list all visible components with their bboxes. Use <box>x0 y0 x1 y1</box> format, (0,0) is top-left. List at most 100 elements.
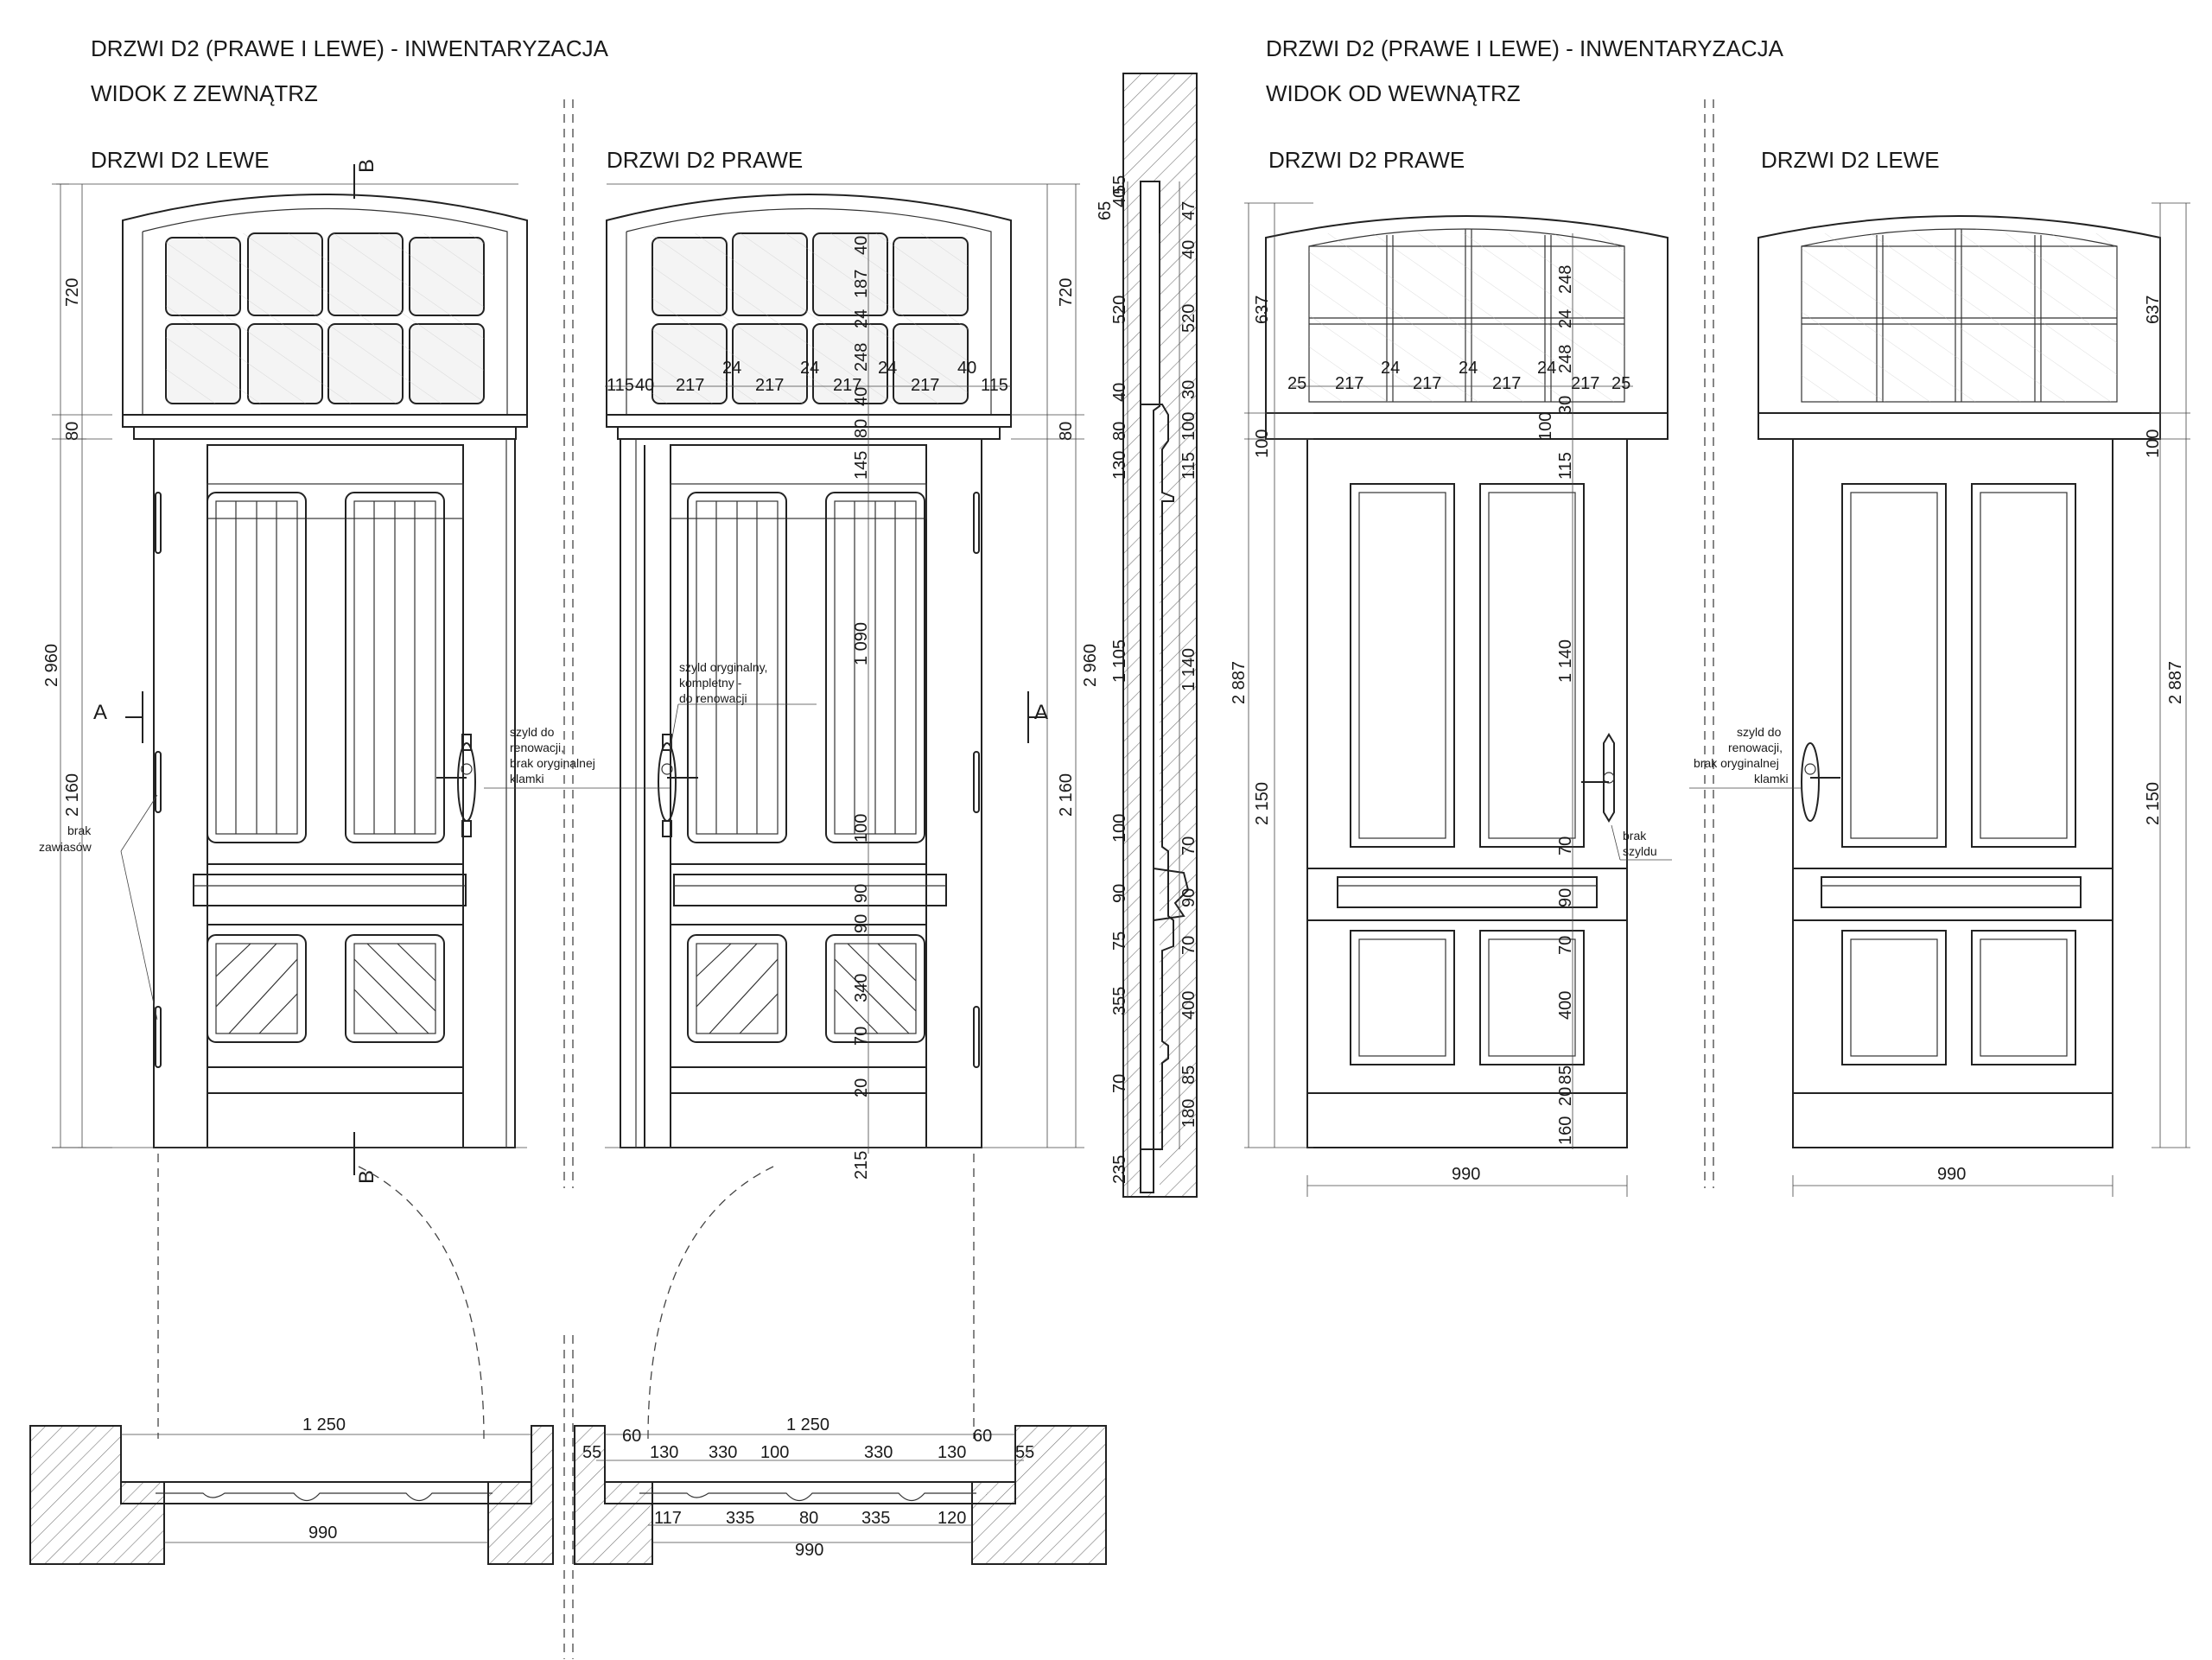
note-szyld-ren-2: renowacji, <box>510 741 564 754</box>
note-szyld-ren-1: szyld do <box>510 725 555 739</box>
dim-profile-r-8: 90 <box>1179 888 1198 907</box>
dim-profile-l-10: 75 <box>1110 932 1129 951</box>
dim-plan-right-bot-2: 80 <box>799 1509 818 1528</box>
dim-int-right-lv-12: 20 <box>1556 1087 1575 1106</box>
section-marker-a-right: A <box>1034 701 1048 724</box>
dim-int-right-lv-2: 248 <box>1556 345 1575 373</box>
dim-int-right-w-7: 217 <box>1571 374 1599 393</box>
dim-profile-l-5: 80 <box>1110 422 1129 441</box>
dim-int-right-lv-9: 70 <box>1556 936 1575 955</box>
dim-ext-right-w-4: 217 <box>755 376 784 395</box>
dim-plan-right-top-1: 60 <box>622 1427 641 1446</box>
dim-ext-right-th-4: 40 <box>852 387 871 406</box>
dim-profile-l-13: 235 <box>1110 1155 1129 1184</box>
dim-plan-left-leaf: 990 <box>308 1523 337 1542</box>
dim-ext-right-th-3: 248 <box>852 343 871 372</box>
dim-profile-l-12: 70 <box>1110 1074 1129 1093</box>
dim-profile-r-5: 115 <box>1179 452 1198 480</box>
dim-ext-right-th-0: 40 <box>852 236 871 255</box>
dim-ext-right-w-0: 115 <box>607 376 634 395</box>
dim-plan-right-top-6: 130 <box>938 1443 966 1462</box>
door-label-int-right: DRZWI D2 PRAWE <box>1268 147 1465 173</box>
dim-profile-r-10: 400 <box>1179 991 1198 1020</box>
dim-profile-r-3: 30 <box>1179 380 1198 399</box>
dim-int-left-leaf: 2 150 <box>2144 782 2163 825</box>
dim-plan-right-top-2: 130 <box>650 1443 678 1462</box>
dim-ext-right-total: 2 960 <box>1081 644 1100 687</box>
int-right-dims: 637 100 2 887 2 150 990 25 217 24 217 24… <box>1230 202 1672 1197</box>
dim-int-right-width: 990 <box>1452 1165 1480 1184</box>
dim-ext-right-leaf: 2 160 <box>1057 773 1076 817</box>
dim-plan-right-bot-1: 335 <box>726 1509 754 1528</box>
dim-plan-right-top-8: 55 <box>1015 1443 1034 1462</box>
right-title: DRZWI D2 (PRAWE I LEWE) - INWENTARYZACJA <box>1266 35 1784 61</box>
door-profile-section <box>1122 73 1198 1198</box>
dim-profile-r-6: 1 140 <box>1179 648 1198 691</box>
int-left-door <box>1758 215 2161 1148</box>
dim-ext-right-lv-6: 340 <box>852 974 871 1002</box>
dim-ext-right-th-1: 187 <box>852 270 871 298</box>
dim-plan-right-top-7: 60 <box>973 1427 992 1446</box>
int-right-door <box>1265 215 1669 1148</box>
dim-profile-l-0: 65 <box>1096 201 1115 220</box>
dim-int-right-lv-1: 24 <box>1556 309 1575 328</box>
dim-profile-r-7: 70 <box>1179 836 1198 855</box>
dim-ext-right-lv-2: 1 090 <box>852 622 871 665</box>
dim-plan-right-bot-4: 120 <box>938 1509 966 1528</box>
dim-profile-l-7: 1 105 <box>1110 639 1129 683</box>
plan-left: 1 250 990 <box>29 1415 554 1565</box>
dim-int-right-w-2: 24 <box>1381 359 1400 378</box>
dim-plan-right-bot-3: 335 <box>861 1509 890 1528</box>
dim-ext-left-total: 2 960 <box>42 644 61 687</box>
dim-int-right-lv-0: 248 <box>1556 265 1575 294</box>
dim-int-right-w-6: 24 <box>1537 359 1556 378</box>
ext-right-dims: 720 80 2 960 2 160 A 115 40 217 24 217 2… <box>484 183 1100 1180</box>
note-brak-szyldu-1: brak <box>1623 829 1647 843</box>
dim-int-right-w-4: 24 <box>1459 359 1478 378</box>
dim-int-right-w-5: 217 <box>1492 374 1521 393</box>
dim-ext-right-w-3: 24 <box>722 359 741 378</box>
dim-int-left-width: 990 <box>1937 1165 1966 1184</box>
dim-ext-right-lv-9: 215 <box>852 1151 871 1180</box>
dim-profile-l-6: 130 <box>1110 451 1129 480</box>
profile-dims: 65 40 55 520 40 80 130 1 105 100 90 75 3… <box>1096 175 1198 1197</box>
section-marker-a-left: A <box>93 701 107 724</box>
note-szyld-oryg-3: do renowacji <box>679 691 747 705</box>
dim-profile-l-4: 40 <box>1110 383 1129 402</box>
dim-plan-right-opening: 1 250 <box>786 1415 830 1434</box>
dim-profile-r-4: 100 <box>1179 412 1198 441</box>
dim-int-right-w-3: 217 <box>1413 374 1441 393</box>
dim-profile-r-2: 520 <box>1179 304 1198 333</box>
dim-ext-right-lv-0: 80 <box>852 419 871 438</box>
section-marker-b-bottom: B <box>355 1170 378 1184</box>
dim-int-right-lv-6: 1 140 <box>1556 639 1575 683</box>
dim-ext-right-w-1: 40 <box>635 376 654 395</box>
left-subtitle: WIDOK Z ZEWNĄTRZ <box>91 80 318 106</box>
dim-int-left-beam: 100 <box>2144 429 2163 458</box>
dim-int-right-lv-7: 70 <box>1556 836 1575 855</box>
door-label-int-left: DRZWI D2 LEWE <box>1761 147 1940 173</box>
dim-profile-l-3: 520 <box>1110 296 1129 324</box>
dim-int-right-lv-4: 100 <box>1536 412 1555 441</box>
dim-ext-right-lv-4: 90 <box>852 884 871 903</box>
swing-arcs <box>157 1154 975 1440</box>
ext-right-door <box>606 194 1012 1148</box>
break-lines <box>563 99 1714 1659</box>
dim-int-right-leaf: 2 150 <box>1253 782 1272 825</box>
note-brak-zawiasow-1: brak <box>67 824 92 837</box>
section-marker-b-top: B <box>355 159 378 173</box>
dim-profile-r-9: 70 <box>1179 936 1198 955</box>
dim-profile-l-9: 90 <box>1110 884 1129 903</box>
dim-plan-right-top-4: 100 <box>760 1443 789 1462</box>
left-title: DRZWI D2 (PRAWE I LEWE) - INWENTARYZACJA <box>91 35 609 61</box>
dim-int-right-w-0: 25 <box>1287 374 1306 393</box>
dim-ext-right-lv-1: 145 <box>852 451 871 480</box>
door-label-ext-left: DRZWI D2 LEWE <box>91 147 270 173</box>
note-szyld-ren-3: brak oryginalnej <box>510 756 595 770</box>
dim-profile-l-1: 40 <box>1110 188 1129 207</box>
door-label-ext-right: DRZWI D2 PRAWE <box>607 147 803 173</box>
note-brak-zawiasow-2: zawiasów <box>39 840 92 854</box>
dim-int-right-lv-11: 85 <box>1556 1065 1575 1084</box>
dim-ext-right-th-2: 24 <box>852 309 871 328</box>
